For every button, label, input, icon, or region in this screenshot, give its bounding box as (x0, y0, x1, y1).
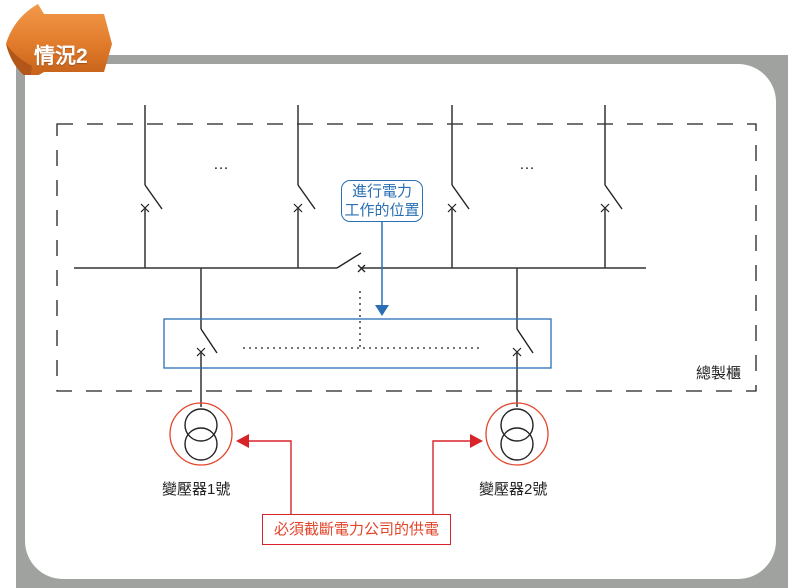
cut-arrow-left-line (248, 440, 292, 514)
feeder-ellipsis-right: … (519, 156, 537, 173)
feeder-3 (447, 105, 470, 268)
feeder-ellipsis-left: … (213, 156, 231, 173)
switchgear-label: 總製櫃 (696, 365, 742, 382)
feeder-4 (600, 105, 623, 268)
content-panel (25, 64, 776, 579)
scenario-tag (6, 4, 112, 75)
cut-arrow-left-head (236, 434, 249, 448)
feeder-2 (293, 105, 316, 268)
cut-arrow-right-line (432, 440, 471, 514)
transformer-1-symbol (169, 402, 233, 466)
power-cut-note: 必須截斷電力公司的供電 (262, 514, 451, 545)
cut-arrow-right-head (470, 434, 483, 448)
work-position-callout-line2: 工作的位置 (344, 202, 420, 219)
transformer-2-label: 變壓器2號 (479, 481, 548, 498)
feeder-1 (140, 105, 163, 268)
scenario-tag-label: 情況2 (34, 45, 88, 68)
switchgear-boundary (56, 123, 757, 392)
incomer-1 (196, 268, 218, 407)
transformer-1-label: 變壓器1號 (162, 481, 231, 498)
bus-tie-switch (336, 252, 366, 273)
work-position-callout-line1: 進行電力 (351, 183, 412, 200)
work-position-arrow-head (375, 305, 389, 316)
incomer-2 (512, 268, 534, 407)
work-position-callout: 進行電力 工作的位置 (341, 180, 423, 222)
work-area-box (163, 318, 552, 369)
transformer-2-symbol (485, 402, 549, 466)
